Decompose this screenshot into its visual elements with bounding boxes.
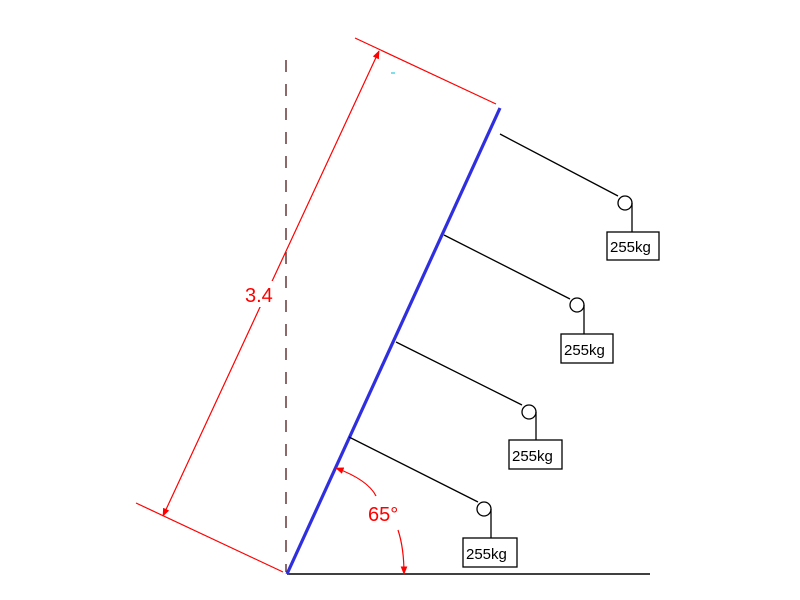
arm-rope [348,436,479,503]
pulley-icon [521,404,537,420]
mass-box [606,231,660,261]
angle-arc-lower [397,529,408,575]
angle-arc-upper [335,467,377,497]
length-label: 3.4 [245,285,273,307]
mass-box [462,537,518,568]
arm-rope [395,341,523,406]
pulley-icon [569,297,585,313]
mass-label: 255kg [512,448,553,465]
angle-label: 65° [368,504,398,526]
arm-rope [443,234,571,300]
length-label-gap [243,281,275,307]
mass-label: 255kg [610,239,651,256]
mass-label: 255kg [564,342,605,359]
mass-label: 255kg [466,546,507,563]
mass-box [508,439,563,470]
dimension-extension-top [354,37,497,105]
load-arm-1: 255kg [499,133,660,261]
pulley-icon [617,195,633,211]
load-arm-3: 255kg [395,341,563,470]
load-arm-2: 255kg [443,234,614,364]
pulley-icon [476,501,492,517]
arm-rope [499,133,619,197]
load-arm-4: 255kg [348,436,518,568]
mass-box [560,333,614,364]
dimension-extension-bottom [135,502,284,573]
